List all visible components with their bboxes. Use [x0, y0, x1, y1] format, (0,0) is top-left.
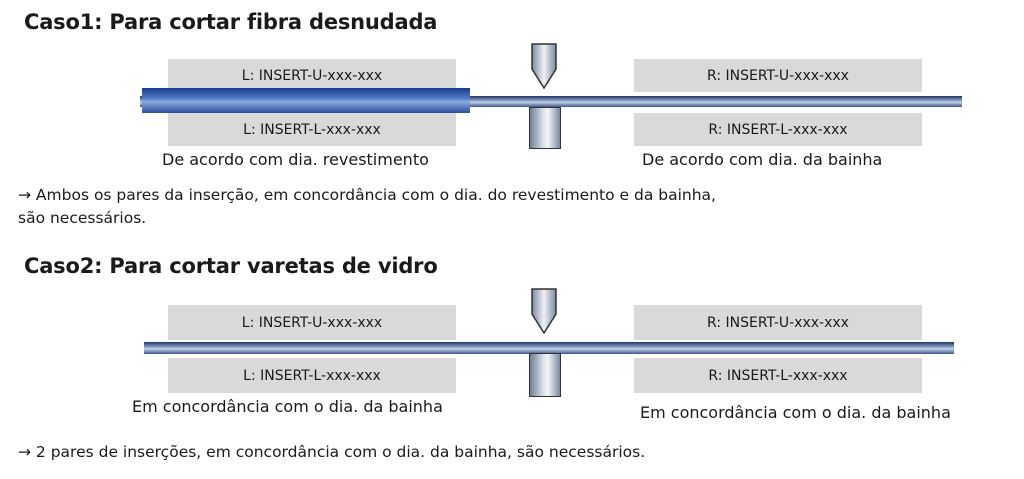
case2-left-upper-insert: L: INSERT-U-xxx-xxx [168, 305, 456, 340]
case1-fiber-cladding [140, 96, 962, 107]
case1-title: Caso1: Para cortar fibra desnudada [24, 10, 438, 34]
case2-anvil [529, 353, 561, 397]
case1-right-caption: De acordo com dia. da bainha [642, 150, 883, 169]
case2-note: → 2 pares de inserções, em concordância … [18, 443, 646, 461]
case2-right-upper-insert: R: INSERT-U-xxx-xxx [634, 305, 922, 340]
case2-right-lower-insert: R: INSERT-L-xxx-xxx [634, 358, 922, 393]
case1-right-lower-insert: R: INSERT-L-xxx-xxx [634, 113, 922, 146]
case2-left-lower-insert: L: INSERT-L-xxx-xxx [168, 358, 456, 393]
case2-blade-icon [531, 288, 557, 334]
case1-left-lower-insert: L: INSERT-L-xxx-xxx [168, 113, 456, 146]
case1-right-upper-insert: R: INSERT-U-xxx-xxx [634, 59, 922, 92]
case1-note-line2: são necessários. [18, 209, 147, 227]
case1-left-upper-insert: L: INSERT-U-xxx-xxx [168, 59, 456, 92]
case2-glass-rod [144, 342, 954, 354]
case1-fiber-coating [142, 88, 470, 113]
case1-anvil [529, 107, 561, 149]
case1-left-caption: De acordo com dia. revestimento [162, 150, 429, 169]
case2-left-caption: Em concordância com o dia. da bainha [132, 397, 443, 416]
case1-blade-icon [531, 43, 557, 89]
case1-note-line1: → Ambos os pares da inserção, em concord… [18, 186, 716, 204]
case2-right-caption: Em concordância com o dia. da bainha [640, 403, 951, 422]
case2-title: Caso2: Para cortar varetas de vidro [24, 254, 438, 278]
